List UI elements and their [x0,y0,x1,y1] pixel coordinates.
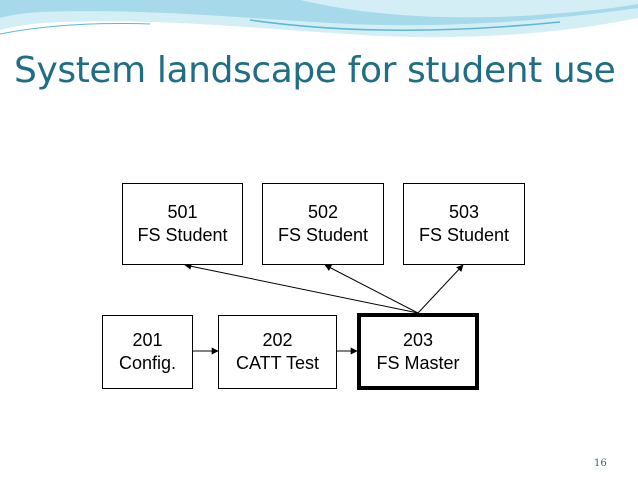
system-id: 201 [132,330,163,350]
system-label: Config. [118,353,177,373]
arrow-203-to-502 [324,264,419,314]
header-wave-decoration [0,0,638,38]
system-label: FS Master [376,352,460,373]
system-box-503: 503 FS Student [403,183,525,265]
system-box-201: 201 Config. [102,315,193,389]
system-id: 501 [167,202,198,222]
system-id: 202 [262,330,293,350]
system-id: 503 [448,202,480,222]
system-id: 502 [307,202,339,222]
system-box-502: 502 FS Student [262,183,384,265]
arrow-203-to-503 [417,264,464,314]
system-id: 203 [402,329,434,350]
page-number: 16 [594,458,607,469]
system-box-202: 202 CATT Test [218,315,337,389]
system-label: FS Student [418,225,510,245]
system-label: FS Student [277,225,369,245]
system-label: FS Student [137,225,228,245]
system-box-203: 203 FS Master [357,313,479,390]
system-box-501: 501 FS Student [122,183,243,265]
slide-title: System landscape for student use [14,50,616,91]
system-label: CATT Test [235,353,320,373]
arrow-203-to-501 [184,262,419,314]
